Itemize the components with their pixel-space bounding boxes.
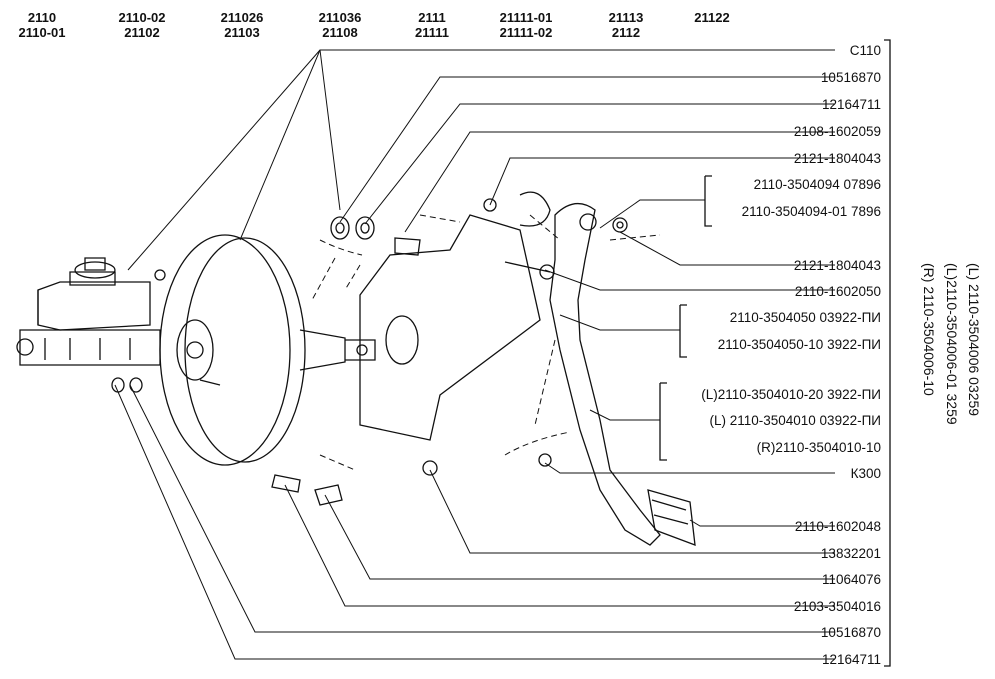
brace-inner-1	[704, 175, 712, 227]
callout-2110-3504050: 2110-3504050 03922-ПИ	[729, 310, 881, 325]
callout-12164711-bottom: 12164711	[821, 652, 881, 667]
brake-booster	[159, 234, 376, 466]
callout-13832201: 13832201	[820, 546, 881, 561]
callout-2103-3504016: 2103-3504016	[793, 599, 881, 614]
callout-2110-3504010: (L) 2110-3504010 03922-ПИ	[709, 413, 881, 428]
callout-11064076: 11064076	[821, 572, 881, 587]
model-col-8: 21122	[694, 10, 730, 25]
callout-2110-3504094-01: 2110-3504094-01 7896	[741, 204, 881, 219]
right-brace	[884, 39, 891, 667]
assembly-label-3: (R) 2110-3504006-10	[921, 263, 937, 396]
callout-2108-1602059: 2108-1602059	[793, 124, 881, 139]
callout-2121-1804043-a: 2121-1804043	[793, 151, 881, 166]
callout-12164711-top: 12164711	[821, 97, 881, 112]
leader-lines	[114, 49, 835, 660]
callout-2110-3504010-10: (R)2110-3504010-10	[756, 440, 881, 455]
assembly-label-2: (L)2110-3504006-01 3259	[944, 263, 960, 425]
master-cylinder	[16, 257, 166, 366]
callout-k300: К300	[850, 466, 881, 481]
brace-inner-3	[659, 382, 667, 461]
callout-2110-3504094: 2110-3504094 07896	[753, 177, 881, 192]
callout-2110-3504050-10: 2110-3504050-10 3922-ПИ	[717, 337, 881, 352]
assembly-label-1: (L) 2110-3504006 03259	[966, 263, 982, 417]
brake-pedal	[483, 191, 696, 546]
small-hardware	[111, 216, 552, 506]
callout-2110-3504010-20: (L)2110-3504010-20 3922-ПИ	[701, 387, 881, 402]
callout-2110-1602048: 2110-1602048	[794, 519, 881, 534]
callout-2110-1602050: 2110-1602050	[794, 284, 881, 299]
assembly-dashes	[311, 214, 661, 471]
callout-c110: C110	[849, 43, 881, 58]
callout-2121-1804043-b: 2121-1804043	[793, 258, 881, 273]
callout-10516870-bottom: 10516870	[820, 625, 881, 640]
pedal-bracket	[359, 214, 555, 441]
brace-inner-2	[679, 304, 687, 358]
callout-10516870-top: 10516870	[820, 70, 881, 85]
